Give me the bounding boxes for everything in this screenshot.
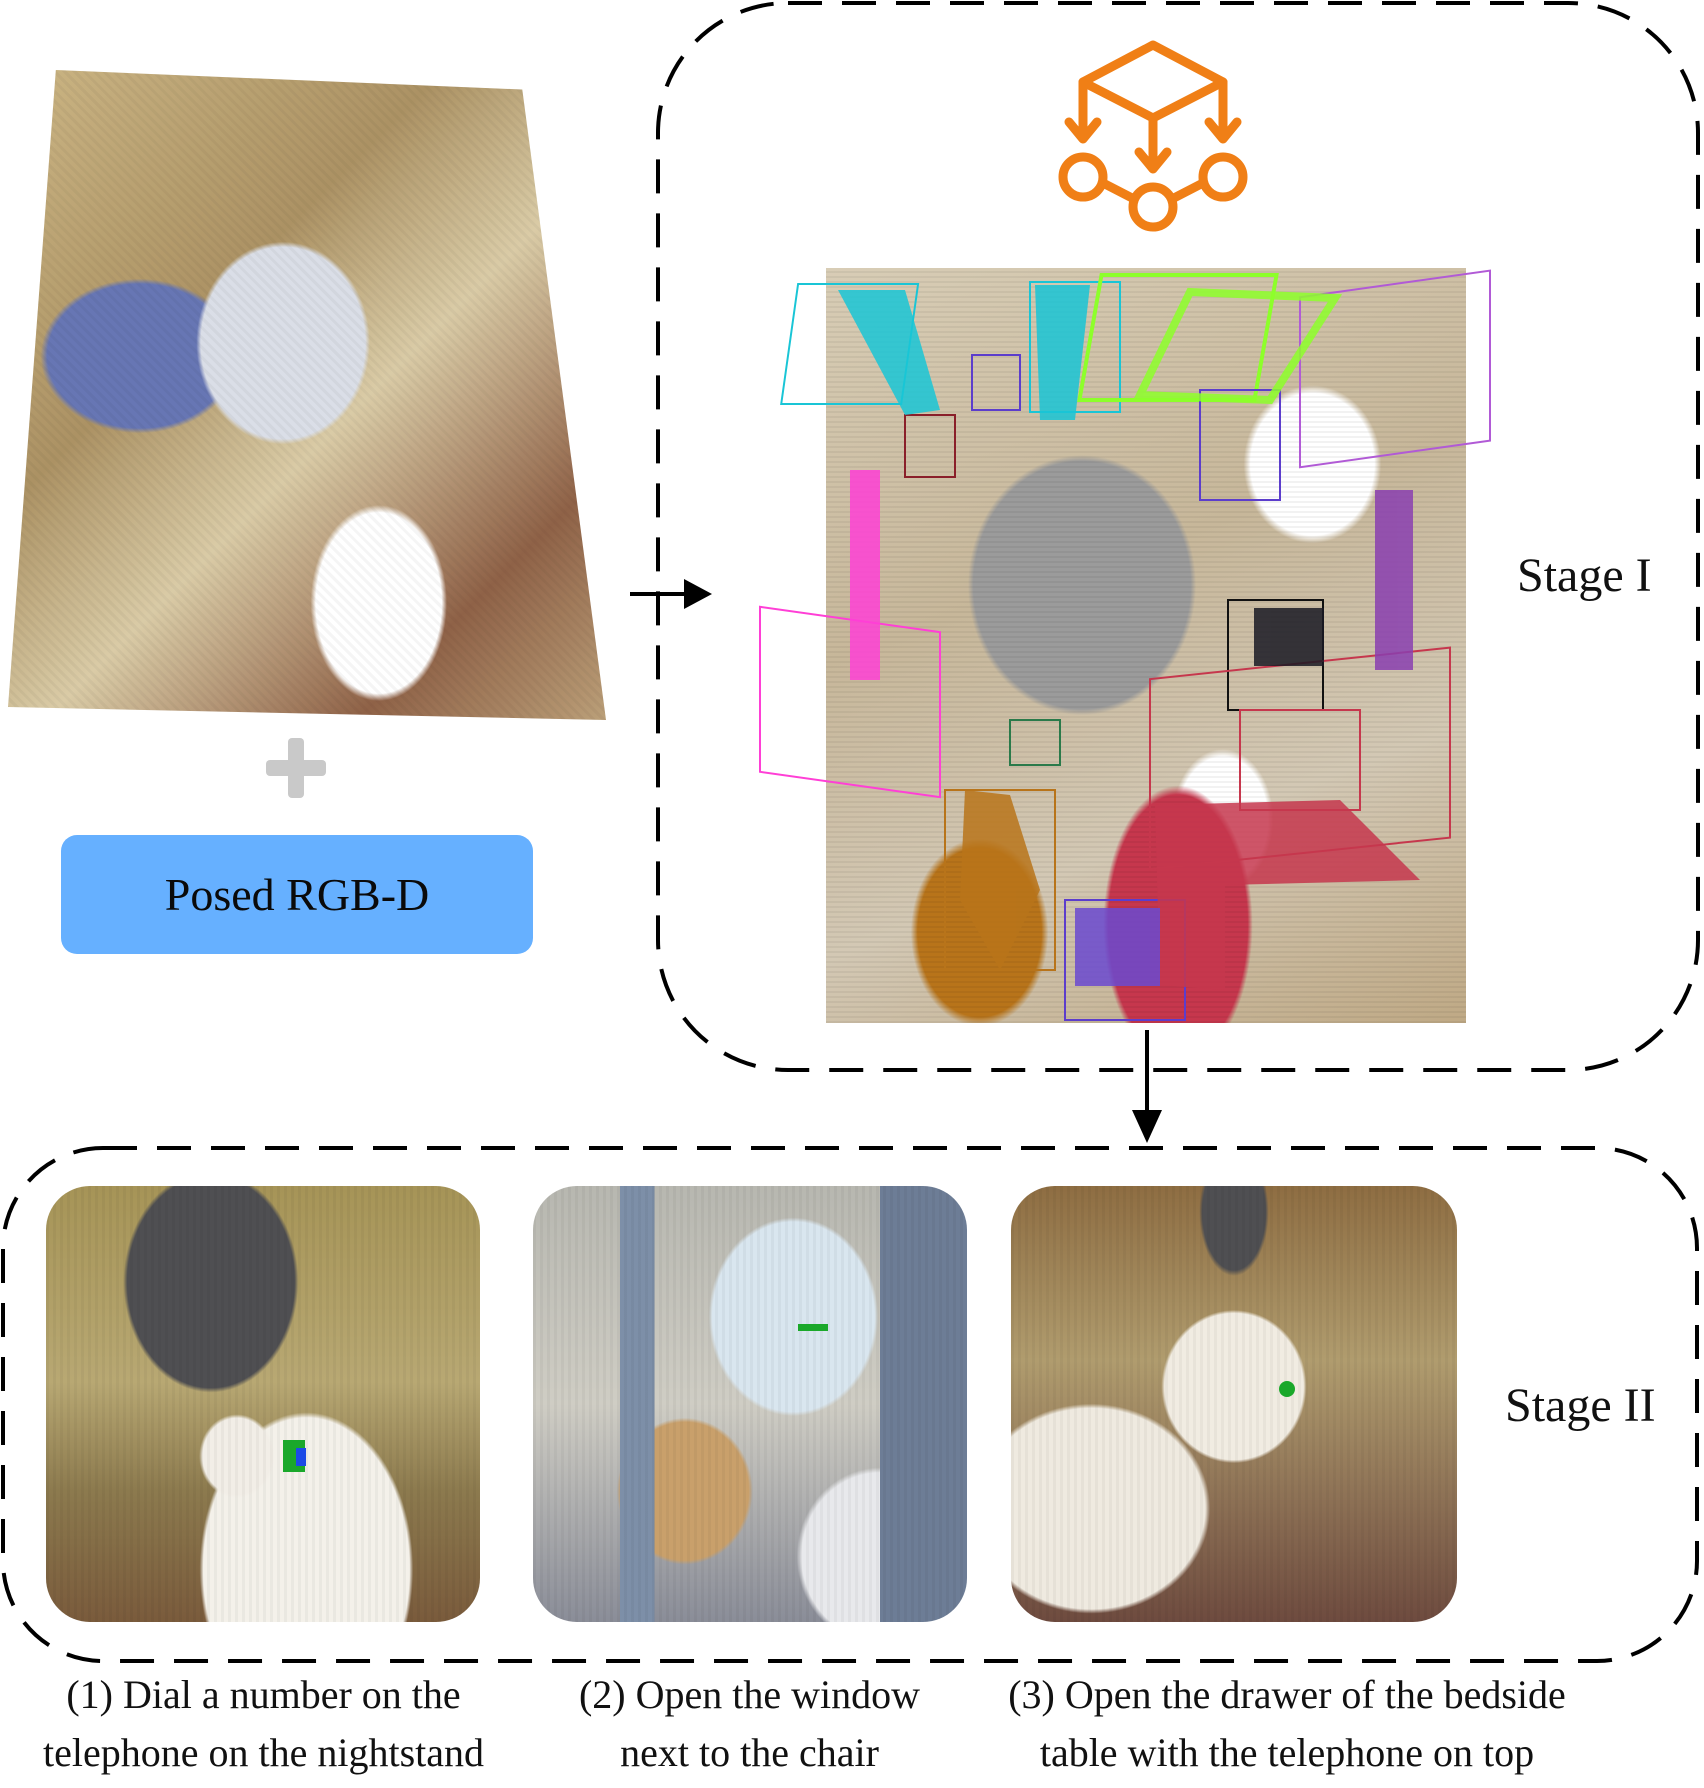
stage2-view-window xyxy=(533,1186,967,1622)
bbox-chair xyxy=(1199,389,1281,501)
plus-icon xyxy=(266,738,326,798)
window-handle-highlight xyxy=(798,1324,828,1331)
stage1-segments xyxy=(838,285,1420,990)
task-caption-3-line2: table with the telephone on top xyxy=(1039,1730,1535,1775)
input-scene-reconstruction xyxy=(8,70,606,720)
drawer-knob-highlight xyxy=(1279,1381,1295,1397)
arrow-down-icon xyxy=(1132,1030,1162,1143)
task-caption-1-line2: telephone on the nightstand xyxy=(42,1730,484,1775)
task-caption-3: (3) Open the drawer of the bedside table… xyxy=(972,1666,1602,1782)
posed-rgbd-label: Posed RGB-D xyxy=(164,869,430,920)
bbox-shoes xyxy=(1009,719,1061,766)
task-caption-2-line1: (2) Open the window xyxy=(578,1672,921,1717)
bbox-chair-back xyxy=(971,354,1021,411)
bbox-painting xyxy=(1299,269,1491,469)
task-caption-1-line1: (1) Dial a number on the xyxy=(66,1672,461,1717)
arrow-right-icon xyxy=(630,579,712,609)
task-caption-1: (1) Dial a number on the telephone on th… xyxy=(0,1666,527,1782)
task-caption-3-line1: (3) Open the drawer of the bedside xyxy=(1008,1672,1566,1717)
stage2-label: Stage II xyxy=(1505,1379,1656,1432)
bbox-nightstand-left xyxy=(904,414,956,478)
object-detection-icon xyxy=(1058,40,1248,232)
stage1-label: Stage I xyxy=(1517,549,1652,602)
bbox-stool xyxy=(1239,709,1361,811)
stage2-view-nightstand xyxy=(46,1186,480,1622)
stage2-dashed-panel xyxy=(1,1146,1699,1663)
stage1-dashed-panel xyxy=(656,1,1700,1072)
posed-rgbd-box: Posed RGB-D xyxy=(61,835,533,954)
task-caption-2-line2: next to the chair xyxy=(620,1730,879,1775)
stage2-view-bedside-table xyxy=(1011,1186,1457,1622)
task-caption-2: (2) Open the window next to the chair xyxy=(527,1666,972,1782)
